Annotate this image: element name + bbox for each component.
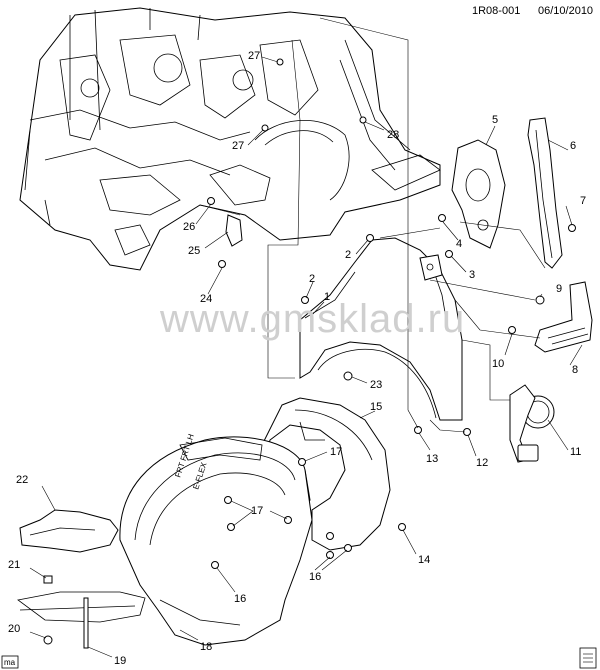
part-22-air-deflector <box>17 509 146 623</box>
document-icon <box>579 647 597 669</box>
callout-7: 7 <box>580 195 586 207</box>
callout-22: 22 <box>16 474 28 486</box>
callout-14: 14 <box>418 554 430 566</box>
callout-24: 24 <box>200 293 212 305</box>
callout-2b: 2 <box>345 249 351 261</box>
leader-lines <box>29 56 583 658</box>
callout-11: 11 <box>570 446 581 458</box>
part-18-front-wheelhouse-liner: FRT FRT LH E-FLEX <box>119 433 313 646</box>
part-11-fuel-door-assembly <box>509 384 555 463</box>
callout-23: 23 <box>370 379 382 391</box>
svg-text:ma: ma <box>4 658 16 667</box>
fasteners <box>43 58 576 649</box>
callout-20: 20 <box>8 623 20 635</box>
callout-26: 26 <box>183 221 195 233</box>
callout-8: 8 <box>572 364 578 376</box>
callout-labels: 1 2 2 3 4 5 6 7 8 9 10 11 12 13 14 15 16… <box>8 50 586 667</box>
diagram-date: 06/10/2010 <box>538 5 593 17</box>
callout-9: 9 <box>556 283 562 295</box>
callout-6: 6 <box>570 140 576 152</box>
part-6-fender-support <box>527 117 563 269</box>
part-5-fender-bracket <box>451 139 506 249</box>
callout-16b: 16 <box>234 593 246 605</box>
callout-3: 3 <box>469 269 475 281</box>
callout-1: 1 <box>324 291 330 303</box>
callout-19: 19 <box>114 655 126 667</box>
callout-10: 10 <box>492 358 504 370</box>
reference-lines <box>199 17 546 433</box>
callout-2a: 2 <box>309 273 315 285</box>
callout-25: 25 <box>188 245 200 257</box>
callout-17b: 17 <box>251 505 263 517</box>
callout-27b: 27 <box>232 140 244 152</box>
callout-27a: 27 <box>248 50 260 62</box>
part-3-fender-bracket <box>419 254 443 281</box>
callout-12: 12 <box>476 457 488 469</box>
reference-code: 1R08-001 <box>472 5 520 17</box>
callout-17a: 17 <box>330 446 342 458</box>
callout-18: 18 <box>200 641 212 653</box>
callout-21: 21 <box>8 559 20 571</box>
callout-15: 15 <box>370 401 382 413</box>
part-8-side-vent-trim <box>534 281 593 353</box>
vehicle-body-structure <box>19 7 441 271</box>
corner-tag: ma <box>1 655 19 669</box>
callout-5: 5 <box>492 114 498 126</box>
callout-4: 4 <box>456 238 462 250</box>
watermark: www.gmsklad.ru <box>159 297 465 341</box>
callout-28: 28 <box>387 129 399 141</box>
callout-16a: 16 <box>309 571 321 583</box>
callout-13: 13 <box>426 453 438 465</box>
